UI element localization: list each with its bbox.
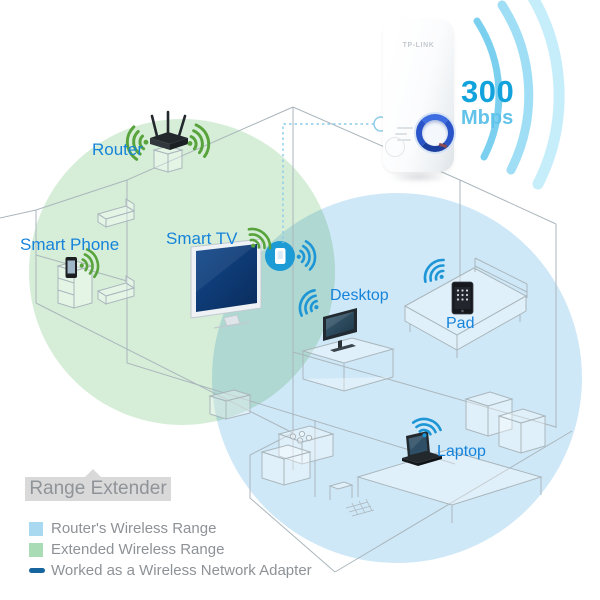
smart-phone-device: [65, 257, 77, 278]
page-title: Range Extender: [29, 478, 167, 499]
devices: [65, 110, 474, 466]
laptop-device: [402, 431, 442, 466]
speed-unit: Mbps: [461, 107, 514, 130]
tp-link-logo: TP-LINK: [402, 42, 435, 49]
pad-device: [451, 281, 474, 315]
legend-row-adapter: Worked as a Wireless Network Adapter: [29, 560, 312, 581]
label-smart-tv: Smart TV: [166, 229, 238, 248]
wps-ring-button: [416, 114, 454, 152]
router-wireless-range-circle: [212, 193, 582, 563]
sofa: [208, 389, 252, 420]
label-desktop: Desktop: [330, 287, 389, 304]
smart-tv-device: [190, 238, 262, 329]
legend-label: Worked as a Wireless Network Adapter: [51, 562, 312, 579]
legend-label: Extended Wireless Range: [51, 541, 225, 558]
cabinet-2: [497, 408, 547, 454]
legend-row-extended-range: Extended Wireless Range: [29, 539, 312, 560]
router-device: [150, 110, 188, 150]
router-pedestal: [152, 145, 184, 173]
banner-tail: [85, 469, 101, 477]
range-extender-product: TP-LINK: [383, 19, 454, 172]
legend-label: Router's Wireless Range: [51, 520, 217, 537]
label-smart-phone: Smart Phone: [20, 235, 120, 254]
green-swatch-icon: [29, 542, 43, 557]
legend: Router's Wireless Range Extended Wireles…: [29, 518, 312, 581]
label-pad: Pad: [446, 315, 475, 332]
chair: [328, 481, 354, 500]
desktop-device: [323, 308, 357, 352]
speed-callout: 300 Mbps: [461, 74, 515, 130]
dash-swatch-icon: [29, 568, 45, 573]
furniture: [56, 145, 547, 523]
label-router: Router: [92, 140, 144, 159]
extender-badge: [265, 241, 295, 271]
product-label-mark: [395, 133, 407, 135]
product-detail-circle: [385, 137, 405, 157]
product-signal-arcs: [473, 0, 565, 190]
title-banner: Range Extender: [25, 469, 171, 501]
label-laptop: Laptop: [437, 443, 486, 460]
product-shadow: [388, 172, 450, 182]
bed-small-1: [96, 198, 136, 228]
product-label-mark: [397, 139, 411, 141]
desk: [301, 337, 395, 392]
range-circles: [29, 119, 582, 563]
legend-row-router-range: Router's Wireless Range: [29, 518, 312, 539]
speed-value: 300: [461, 74, 515, 109]
blue-swatch-icon: [29, 521, 43, 536]
bed-small-2: [96, 275, 136, 305]
kitchen-counter: [260, 425, 335, 486]
cabinet-1: [464, 391, 514, 437]
product-label-mark: [397, 127, 413, 129]
